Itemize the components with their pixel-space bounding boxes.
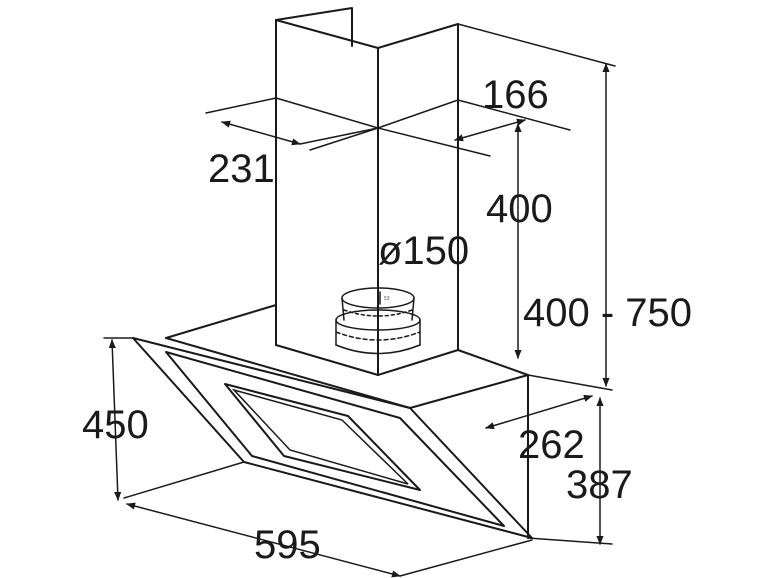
upper-chimney-outline [275,7,353,47]
dim-total-height [457,23,616,391]
duct-collar: 53 [335,287,421,355]
chimney [275,7,459,376]
hood-body [132,304,533,539]
svg-text:53: 53 [384,296,390,302]
dim-chimney-depth [377,99,571,157]
label-hood-back-height: 387 [566,463,633,507]
label-hood-depth: 262 [518,423,585,467]
label-chimney-depth: 166 [482,73,549,117]
motor-housing-right-top [457,349,529,376]
label-chimney-height: 400 [486,187,553,231]
filter-inner [231,388,409,485]
chimney-bottom-right [377,349,459,376]
label-total-height-range: 400 - 750 [523,291,692,335]
label-duct-diameter: ø150 [378,229,469,273]
motor-housing-front-right [409,374,529,409]
motor-housing-front-top [165,337,411,409]
label-chimney-width: 231 [208,147,275,191]
label-hood-width: 595 [254,523,321,567]
glass-panel-inner [165,351,505,527]
dim-back-height [527,397,613,545]
dim-hood-depth [485,394,593,430]
dim-hood-height [103,337,134,501]
lower-chimney-top [275,19,459,49]
chimney-bottom-left [275,344,379,376]
filter-outer [224,383,421,491]
motor-housing-top [165,304,277,339]
dim-chimney-width [205,97,379,151]
glass-panel-outer [132,337,533,539]
label-hood-height: 450 [82,403,149,447]
dim-hood-width [123,461,533,578]
